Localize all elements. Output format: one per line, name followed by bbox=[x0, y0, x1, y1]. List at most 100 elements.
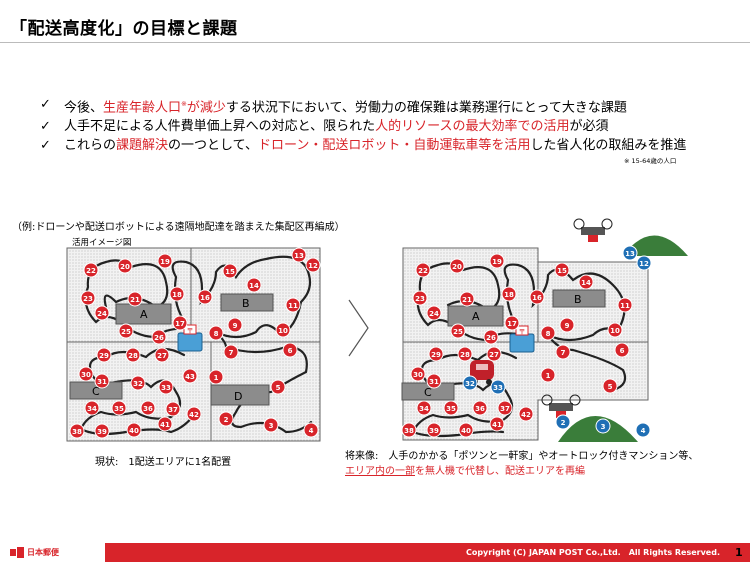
check-icon: ✓ bbox=[40, 138, 51, 154]
delivery-stop-marker bbox=[246, 277, 262, 293]
delivery-stop-label: 35 bbox=[114, 405, 124, 413]
delivery-stop-marker bbox=[497, 400, 513, 416]
delivery-stop-label: 5 bbox=[276, 384, 281, 392]
area-a-label: A bbox=[140, 308, 148, 321]
delivery-stop-label: 26 bbox=[486, 334, 496, 342]
delivery-stop-label: 9 bbox=[565, 322, 570, 330]
delivery-stop-label: 24 bbox=[429, 310, 439, 318]
company-logo: 日本郵便 bbox=[10, 546, 59, 558]
delivery-stop-marker bbox=[263, 417, 279, 433]
delivery-stop-marker bbox=[80, 290, 96, 306]
delivery-stop-marker bbox=[218, 411, 234, 427]
delivery-stop-marker bbox=[127, 291, 143, 307]
delivery-stop-marker bbox=[426, 305, 442, 321]
delivery-stop-marker bbox=[111, 400, 127, 416]
title-divider bbox=[0, 42, 750, 43]
bullet-text: する状況下において、労働力の確保難は業務運行にとって大きな課題 bbox=[225, 100, 627, 116]
japan-post-logo-icon bbox=[10, 546, 24, 558]
area-c-label: C bbox=[92, 385, 100, 398]
delivery-stop-label: 29 bbox=[99, 352, 109, 360]
delivery-stop-marker bbox=[223, 344, 239, 360]
area-d-label: D bbox=[234, 390, 242, 403]
future-caption-line1: 将来像: 人手のかかる「ポツンと一軒家」やオートロック付きマンション等、 bbox=[345, 451, 699, 462]
hill-top bbox=[623, 235, 688, 256]
delivery-stop-label: 15 bbox=[557, 267, 567, 275]
delivery-stop-label: 37 bbox=[500, 405, 510, 413]
delivery-stop-label: 40 bbox=[129, 427, 139, 435]
delivery-stop-label: 15 bbox=[225, 268, 235, 276]
bullet-highlight: が減少 bbox=[186, 100, 226, 116]
delivery-stop-marker bbox=[117, 258, 133, 274]
delivery-stop-label: 31 bbox=[429, 378, 439, 386]
delivery-stop-label: 20 bbox=[120, 263, 130, 271]
delivery-stop-label: 32 bbox=[465, 380, 475, 388]
delivery-stop-marker bbox=[614, 342, 630, 358]
delivery-stop-marker bbox=[540, 367, 556, 383]
delivery-stop-label: 18 bbox=[504, 291, 514, 299]
delivery-stop-label: 27 bbox=[489, 351, 499, 359]
delivery-stop-label: 39 bbox=[97, 428, 107, 436]
delivery-stop-marker bbox=[126, 422, 142, 438]
bullet-text: した省人化の取組みを推進 bbox=[530, 138, 687, 154]
delivery-stop-label: 10 bbox=[278, 327, 288, 335]
delivery-stop-marker bbox=[458, 422, 474, 438]
delivery-stop-marker bbox=[158, 379, 174, 395]
bullet-highlight: 課題解決 bbox=[116, 138, 169, 154]
delivery-stop-label: 6 bbox=[620, 347, 625, 355]
delivery-stop-marker bbox=[118, 323, 134, 339]
delivery-stop-marker bbox=[78, 366, 94, 382]
delivery-stop-label: 27 bbox=[157, 352, 167, 360]
post-office-icon: 〒 bbox=[509, 325, 535, 353]
area-b-label: B bbox=[574, 293, 582, 306]
delivery-stop-label: 4 bbox=[309, 427, 314, 435]
current-state-caption: 現状: 1配送エリアに1名配置 bbox=[95, 457, 232, 468]
delivery-stop-marker bbox=[182, 368, 198, 384]
delivery-stop-label: 19 bbox=[492, 258, 502, 266]
delivery-stop-marker bbox=[636, 255, 652, 271]
delivery-stop-label: 1 bbox=[214, 374, 219, 382]
delivery-stop-marker bbox=[305, 257, 321, 273]
delivery-stop-label: 14 bbox=[249, 282, 259, 290]
delivery-stop-marker bbox=[151, 329, 167, 345]
delivery-stop-label: 9 bbox=[233, 322, 238, 330]
footer-bar: Copyright (C) JAPAN POST Co.,Ltd. All Ri… bbox=[0, 543, 750, 562]
current-delivery-map: A B C D 〒 123456789101112131415161718192… bbox=[66, 247, 321, 442]
delivery-stop-label: 41 bbox=[492, 421, 502, 429]
delivery-stop-label: 2 bbox=[561, 419, 566, 427]
delivery-stop-label: 11 bbox=[620, 302, 630, 310]
note-mark: ※ bbox=[181, 100, 187, 108]
delivery-stop-marker bbox=[416, 400, 432, 416]
delivery-stop-label: 33 bbox=[493, 384, 503, 392]
delivery-stop-label: 10 bbox=[610, 327, 620, 335]
bullet-item-3: ✓ これらの課題解決の一つとして、ドローン・配送ロボット・自動運転車等を活用した… bbox=[40, 136, 740, 155]
future-caption-highlight: エリア内の一部 bbox=[345, 466, 415, 477]
delivery-stop-label: 36 bbox=[475, 405, 485, 413]
delivery-stop-label: 35 bbox=[446, 405, 456, 413]
delivery-stop-marker bbox=[94, 373, 110, 389]
delivery-stop-label: 6 bbox=[288, 347, 293, 355]
footer-logo-area bbox=[0, 543, 105, 562]
delivery-stop-label: 5 bbox=[608, 383, 613, 391]
delivery-stop-marker bbox=[489, 253, 505, 269]
delivery-stop-marker bbox=[501, 286, 517, 302]
delivery-stop-marker bbox=[428, 346, 444, 362]
area-b-label: B bbox=[242, 297, 250, 310]
delivery-stop-marker bbox=[602, 378, 618, 394]
delivery-stop-marker bbox=[617, 297, 633, 313]
delivery-stop-marker bbox=[486, 346, 502, 362]
example-caption: （例:ドローンや配送ロボットによる遠隔地配達を踏まえた集配区再編成） bbox=[12, 222, 345, 233]
svg-text:〒: 〒 bbox=[187, 327, 194, 335]
future-state-caption: 将来像: 人手のかかる「ポツンと一軒家」やオートロック付きマンション等、 エリア… bbox=[345, 449, 745, 479]
image-label: 活用イメージ図 bbox=[72, 238, 132, 248]
delivery-stop-marker bbox=[412, 290, 428, 306]
delivery-stop-label: 25 bbox=[453, 328, 463, 336]
delivery-stop-marker bbox=[303, 422, 319, 438]
delivery-stop-marker bbox=[449, 258, 465, 274]
delivery-stop-marker bbox=[169, 286, 185, 302]
delivery-stop-marker bbox=[94, 423, 110, 439]
delivery-stop-label: 16 bbox=[532, 294, 542, 302]
bullet-highlight: 人的リソースの最大効率での活用 bbox=[375, 119, 570, 135]
bullet-text: の一つとして、 bbox=[168, 138, 258, 154]
delivery-stop-label: 25 bbox=[121, 328, 131, 336]
